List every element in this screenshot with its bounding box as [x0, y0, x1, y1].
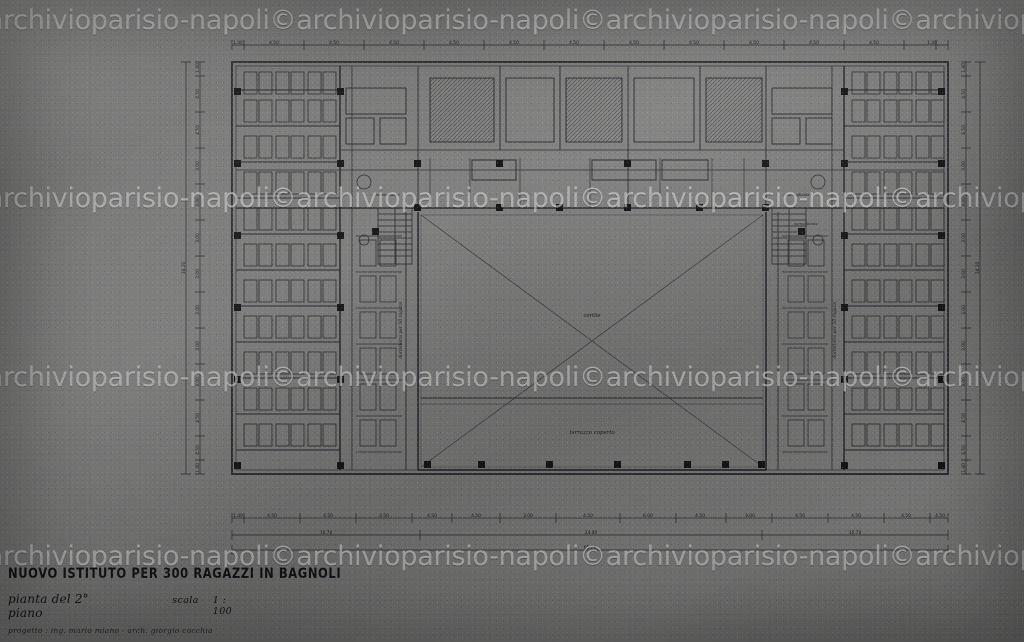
- credits: progetto : ing. mario miano - arch. gior…: [8, 626, 213, 635]
- dim-top-11: 4.50: [869, 40, 879, 46]
- dim-right-12: 1.40: [961, 463, 967, 473]
- label-dormitorio-right: dormitorio per 50 ragazzi: [833, 301, 838, 359]
- label-dormitorio-left: dormitorio per 50 ragazzi: [399, 301, 404, 359]
- dim-top-1: 4.50: [269, 40, 279, 46]
- dim-left-12: 1.40: [195, 463, 201, 473]
- plan-linework: [181, 40, 985, 555]
- dim-right-10: 4.50: [961, 413, 967, 423]
- dim-left-2: 4.50: [195, 125, 201, 135]
- dim-top-3: 4.50: [389, 40, 399, 46]
- dim-right-0: 1.40: [961, 63, 967, 73]
- left-inner-rooms: [356, 235, 402, 453]
- stair-left: [377, 207, 413, 265]
- dim-left-5: 3.00: [195, 233, 201, 243]
- dim-right-7: 3.00: [961, 305, 967, 315]
- dim-left-4: 3.00: [195, 197, 201, 207]
- dim-bot-12: 4.50: [851, 513, 861, 519]
- dim-bot-7: 4.50: [583, 513, 593, 519]
- label-cortile: cortile: [584, 313, 601, 319]
- dim-left-6: 3.00: [195, 269, 201, 279]
- label-sorvegliante-left: sorvegliante: [376, 192, 401, 197]
- dim-top-12: 1.40: [927, 40, 937, 46]
- dim-left-10: 4.50: [195, 413, 201, 423]
- dim-right-5: 3.00: [961, 233, 967, 243]
- dim-bot-11: 4.50: [795, 513, 805, 519]
- dim-bot-14: 4.50: [935, 513, 945, 519]
- dim-bot-1: 4.50: [267, 513, 277, 519]
- dim-bottom-sub-right: 16.70: [849, 530, 862, 536]
- dimension-chain-bottom: [231, 513, 949, 555]
- dim-top-8: 4.50: [689, 40, 699, 46]
- dim-right-1: 4.50: [961, 89, 967, 99]
- dim-left-total: 34.20: [181, 262, 187, 275]
- dim-left-9: 3.00: [195, 377, 201, 387]
- dim-left-11: 4.50: [195, 445, 201, 455]
- left-wing-furniture: [243, 71, 337, 447]
- scale-value: 1 : 100: [212, 595, 233, 617]
- dimension-values: 1.40 4.50 4.50 4.50 4.50 4.50 4.50 4.50 …: [181, 40, 981, 551]
- dim-bottom-sub-center: 24.80: [585, 530, 598, 536]
- stair-right: [771, 207, 807, 265]
- dim-top-9: 4.50: [749, 40, 759, 46]
- dim-bot-2: 4.50: [323, 513, 333, 519]
- scale-label: scala: [172, 595, 199, 606]
- right-inner-rooms: [782, 235, 828, 453]
- dim-right-11: 4.50: [961, 445, 967, 455]
- columns: [234, 88, 945, 469]
- credits-row: progetto : ing. mario miano - arch. gior…: [8, 620, 213, 638]
- label-sorvegliante-right-2: sorvegliante: [794, 221, 819, 226]
- dim-right-8: 3.00: [961, 341, 967, 351]
- dimension-chain-top: [231, 40, 949, 50]
- dim-right-6: 3.00: [961, 269, 967, 279]
- dimension-chain-right: [961, 61, 985, 475]
- top-block: [236, 66, 944, 209]
- dim-left-0: 1.40: [195, 63, 201, 73]
- dim-bot-5: 4.50: [471, 513, 481, 519]
- dim-top-4: 4.50: [449, 40, 459, 46]
- dim-bottom-total: 65.20: [584, 545, 597, 551]
- label-sorvegliante-right: sorvegliante: [786, 192, 811, 197]
- dim-bot-9: 4.50: [695, 513, 705, 519]
- right-wing-furniture: [851, 71, 945, 447]
- dim-top-0: 1.40: [233, 40, 243, 46]
- dim-top-6: 4.50: [569, 40, 579, 46]
- left-wing-rooms: [236, 66, 407, 470]
- dim-bottom-sub-left: 16.70: [320, 530, 333, 536]
- dim-right-4: 3.00: [961, 197, 967, 207]
- dim-top-2: 4.50: [329, 40, 339, 46]
- drawing-title: pianta del 2° piano: [8, 592, 89, 620]
- dim-right-9: 3.00: [961, 377, 967, 387]
- dim-right-total: 34.20: [975, 262, 981, 275]
- dim-bot-8: 6.00: [643, 513, 653, 519]
- dim-bot-10: 3.00: [745, 513, 755, 519]
- dim-top-7: 4.50: [629, 40, 639, 46]
- dim-bot-13: 4.50: [901, 513, 911, 519]
- dim-right-2: 4.50: [961, 125, 967, 135]
- drawing-title-row: pianta del 2° piano scala 1 : 100: [8, 592, 248, 620]
- dim-left-7: 3.00: [195, 305, 201, 315]
- dim-top-5: 4.50: [509, 40, 519, 46]
- right-wing-rooms: [777, 66, 944, 470]
- dim-bot-6: 3.00: [523, 513, 533, 519]
- dim-left-8: 3.00: [195, 341, 201, 351]
- dim-left-1: 4.50: [195, 89, 201, 99]
- title-block: NUOVO ISTITUTO PER 300 RAGAZZI IN BAGNOL…: [8, 564, 342, 582]
- label-terrazzo-coperto: terrazzo coperto: [569, 430, 615, 436]
- dim-right-3: 3.00: [961, 161, 967, 171]
- dimension-chain-left: [181, 61, 205, 475]
- plan-room-labels: cortile terrazzo coperto sorvegliante so…: [376, 192, 838, 436]
- dim-left-3: 3.00: [195, 161, 201, 171]
- dim-bot-3: 4.50: [379, 513, 389, 519]
- dim-bot-0: 1.40: [233, 513, 243, 519]
- dim-top-10: 4.50: [809, 40, 819, 46]
- dim-bot-4: 4.50: [427, 513, 437, 519]
- project-title: NUOVO ISTITUTO PER 300 RAGAZZI IN BAGNOL…: [8, 564, 342, 582]
